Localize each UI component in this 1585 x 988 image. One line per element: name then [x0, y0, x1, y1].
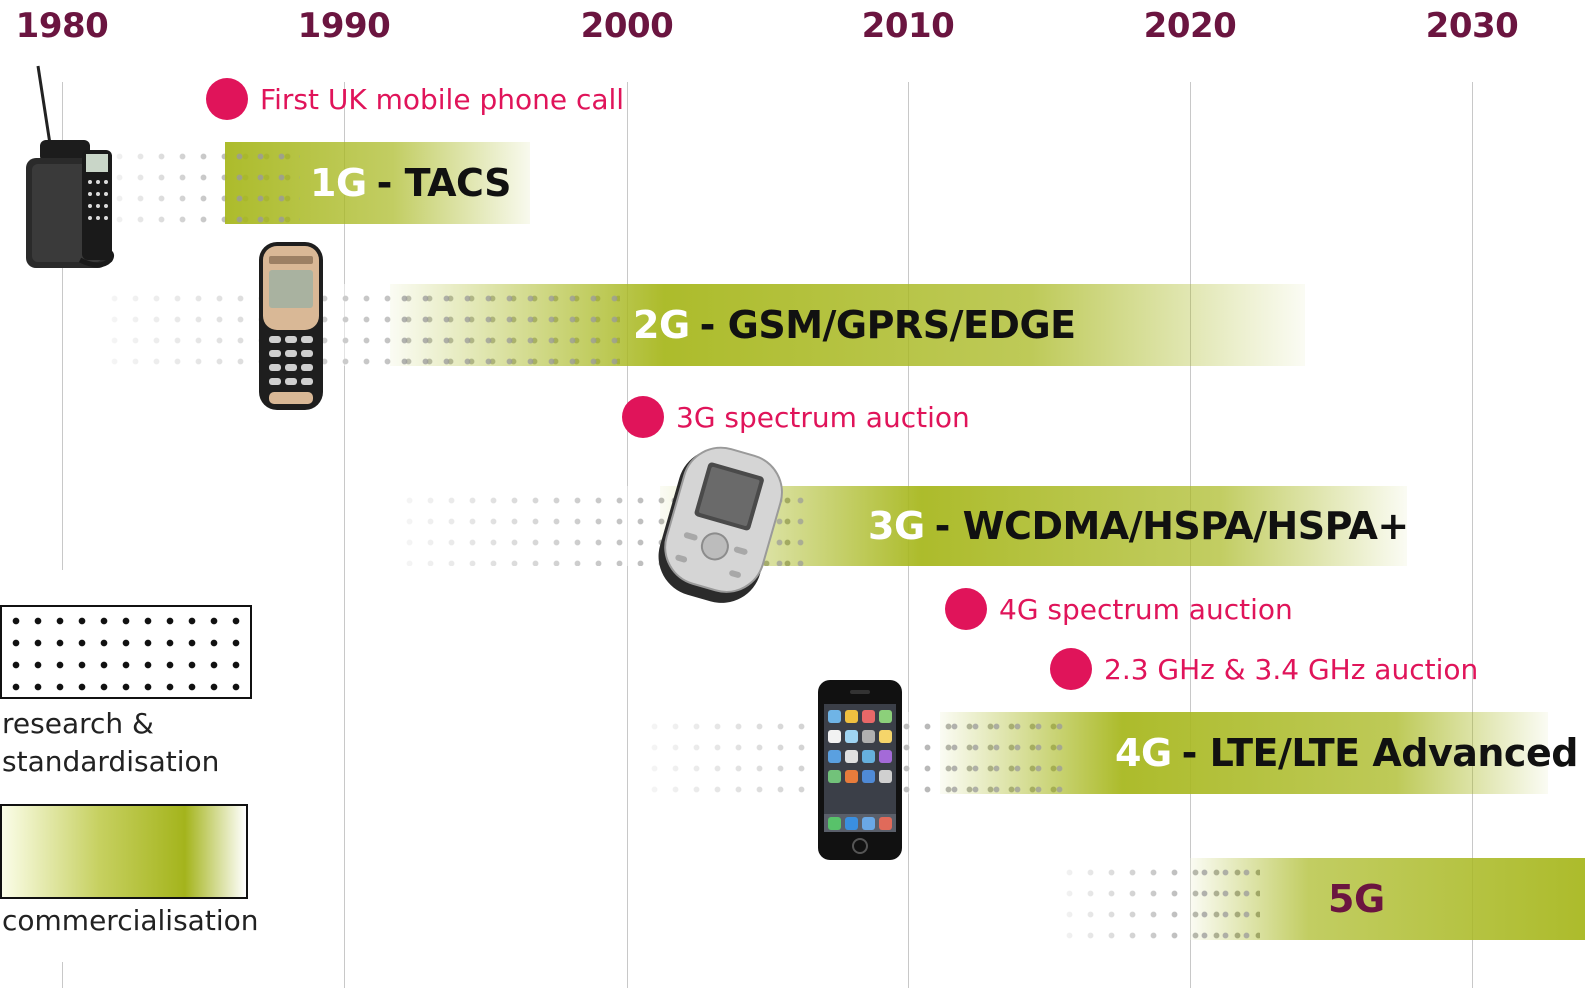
- event-first-uk-call: First UK mobile phone call: [206, 78, 624, 120]
- band-2g-dots-overlay: [390, 284, 620, 366]
- band-2g: 2G- GSM/GPRS/EDGE: [100, 284, 1305, 366]
- band-2g-label: 2G- GSM/GPRS/EDGE: [633, 303, 1076, 347]
- event-dot: [622, 396, 664, 438]
- nokia-phone-icon: [259, 242, 323, 410]
- band-3g: 3G- WCDMA/HSPA/HSPA+: [395, 486, 1409, 566]
- band-1g-label: 1G- TACS: [310, 161, 511, 205]
- year-label-2010: 2010: [861, 6, 955, 46]
- band-4g: 4G- LTE/LTE Advanced: [640, 712, 1578, 794]
- year-label-2030: 2030: [1425, 6, 1519, 46]
- legend-research-line2: standardisation: [2, 745, 220, 778]
- gen-2g: 2G: [633, 303, 690, 347]
- gridline-2030: [1472, 82, 1473, 988]
- year-label-2020: 2020: [1143, 6, 1237, 46]
- band-3g-research: [395, 486, 805, 566]
- iphone-icon: [818, 680, 902, 860]
- band-5g-dots-overlay: [1190, 858, 1260, 940]
- event-label: 2.3 GHz & 3.4 GHz auction: [1104, 652, 1479, 686]
- legend-commercial-label: commercialisation: [2, 904, 259, 937]
- legend-commercial-swatch: [0, 804, 248, 899]
- year-label-1980: 1980: [15, 6, 109, 46]
- event-dot: [945, 588, 987, 630]
- band-1g: 1G- TACS: [105, 142, 530, 224]
- legend-research-swatch: [0, 605, 252, 699]
- brick-phone-icon: [26, 65, 114, 268]
- gen-1g: 1G: [310, 161, 367, 205]
- band-4g-dots-overlay: [940, 712, 1070, 794]
- band-1g-dots-overlay: [225, 142, 300, 224]
- event-3g-auction: 3G spectrum auction: [622, 396, 970, 438]
- gen-4g: 4G: [1115, 731, 1172, 775]
- tech-4g: - LTE/LTE Advanced: [1181, 731, 1579, 775]
- event-label: 3G spectrum auction: [676, 400, 970, 434]
- band-5g-label: 5G: [1328, 877, 1385, 921]
- gridline-1980-bottom: [62, 962, 63, 988]
- band-3g-label: 3G- WCDMA/HSPA/HSPA+: [868, 504, 1409, 548]
- year-label-2000: 2000: [580, 6, 674, 46]
- gridline-1980: [62, 82, 63, 570]
- gen-5g: 5G: [1328, 877, 1385, 921]
- tech-3g: - WCDMA/HSPA/HSPA+: [934, 504, 1410, 548]
- gridline-1990: [344, 82, 345, 988]
- legend-research-line1: research &: [2, 707, 154, 740]
- event-label: 4G spectrum auction: [999, 592, 1293, 626]
- event-ghz-auction: 2.3 GHz & 3.4 GHz auction: [1050, 648, 1478, 690]
- band-5g: 5G: [1055, 858, 1585, 940]
- year-label-1990: 1990: [297, 6, 391, 46]
- legend-research-label: research & standardisation: [2, 705, 219, 781]
- event-4g-auction: 4G spectrum auction: [945, 588, 1293, 630]
- event-dot: [206, 78, 248, 120]
- gen-3g: 3G: [868, 504, 925, 548]
- smartphone-slider-icon: [658, 446, 783, 603]
- tech-1g: - TACS: [376, 161, 512, 205]
- event-label: First UK mobile phone call: [260, 82, 625, 116]
- event-dot: [1050, 648, 1092, 690]
- band-4g-label: 4G- LTE/LTE Advanced: [1115, 731, 1578, 775]
- tech-2g: - GSM/GPRS/EDGE: [699, 303, 1076, 347]
